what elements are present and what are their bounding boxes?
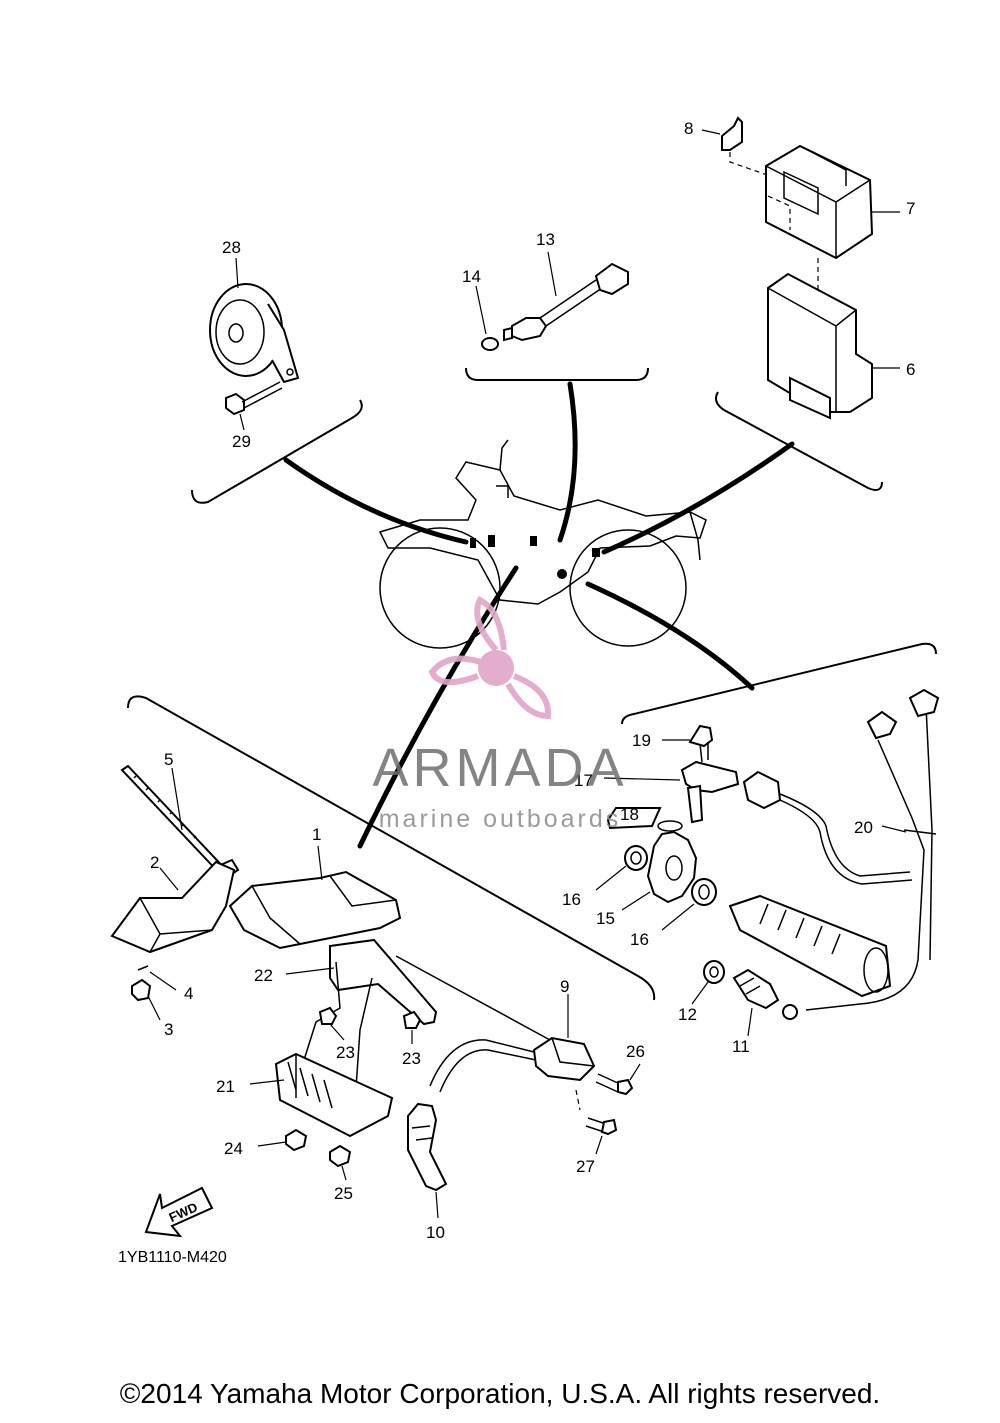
group-bracket-sensor (465, 367, 649, 381)
watermark-tagline: marine outboards (379, 805, 622, 833)
callout-5: 5 (164, 750, 173, 769)
leader-ignition (357, 565, 519, 849)
callout-2: 2 (150, 853, 159, 872)
cable-tie (120, 764, 240, 880)
crank-shaft (728, 894, 892, 998)
callout-19: 19 (632, 731, 651, 750)
atv-silhouette (378, 439, 707, 649)
relay-bracket (701, 116, 771, 177)
pickup-oring (606, 807, 683, 832)
group-bracket-ignition (127, 695, 656, 1001)
callout-23b: 23 (402, 1049, 421, 1068)
callout-25: 25 (334, 1184, 353, 1203)
callout-11: 11 (732, 1037, 750, 1056)
callout-1: 1 (312, 825, 321, 844)
cdi-unit (767, 272, 900, 420)
callout-12: 12 (678, 1005, 697, 1024)
callout-13: 13 (536, 230, 555, 249)
callout-24: 24 (224, 1139, 243, 1158)
temperature-sensor (503, 251, 629, 342)
nut-25 (329, 1144, 352, 1181)
diagram-code: 1YB1110-M420 (118, 1249, 227, 1266)
coil-bolt-26 (595, 1063, 641, 1096)
bolt-24 (257, 1128, 308, 1152)
coil-cover (228, 845, 402, 950)
leader-crank (585, 581, 755, 691)
leader-sensor (557, 381, 578, 543)
ignition-cover (110, 860, 236, 954)
pickup-bolt (662, 724, 714, 763)
callout-16b: 16 (630, 930, 649, 949)
cover-screw (131, 965, 177, 1021)
group-bracket-crank (621, 642, 937, 725)
relay-assembly (765, 144, 900, 290)
coil-bolt-27 (575, 1089, 618, 1155)
callout-9: 9 (560, 977, 569, 996)
callout-6: 6 (906, 360, 915, 379)
neutral-switch (732, 968, 780, 1037)
fwd-arrow-icon: FWD (144, 1186, 214, 1238)
callout-22: 22 (254, 966, 273, 985)
horn (209, 257, 300, 384)
callout-17: 17 (574, 771, 593, 790)
callout-labels: 1 2 3 4 5 6 7 8 9 10 11 12 13 14 15 16 1… (150, 119, 915, 1242)
sprocket (621, 830, 698, 911)
callout-23a: 23 (336, 1043, 355, 1062)
bolt-23b (402, 1010, 422, 1044)
callout-18: 18 (620, 805, 639, 824)
callout-7: 7 (906, 199, 915, 218)
watermark-logo (428, 595, 552, 720)
callout-3: 3 (164, 1020, 173, 1039)
rectifier-regulator (249, 1052, 394, 1138)
circlip-16a (595, 845, 648, 891)
washer-12 (691, 960, 725, 1005)
callout-29: 29 (232, 432, 251, 451)
callout-28: 28 (222, 238, 241, 257)
callout-4: 4 (184, 984, 193, 1003)
callout-10: 10 (426, 1223, 445, 1242)
coil-bracket (285, 938, 438, 1089)
spark-plug-cap (407, 1102, 448, 1219)
pickup-coil (603, 760, 740, 824)
ignition-coil (395, 955, 596, 1093)
callout-16a: 16 (562, 890, 581, 909)
callout-14: 14 (462, 267, 481, 286)
copyright-notice: ©2014 Yamaha Motor Corporation, U.S.A. A… (119, 1378, 881, 1409)
circlip-16b (661, 878, 717, 931)
group-bracket-horn (191, 399, 363, 504)
leader-cdi (601, 441, 795, 555)
callout-8: 8 (684, 119, 693, 138)
watermark-brand: ARMADA (372, 738, 627, 798)
group-bracket-cdi (715, 391, 883, 491)
callout-15: 15 (596, 909, 615, 928)
leader-horn (283, 457, 469, 545)
wire-harness (742, 688, 940, 1020)
callout-20: 20 (854, 818, 873, 837)
bolt-23a (318, 1006, 345, 1041)
sensor-gasket (475, 285, 499, 351)
callout-21: 21 (216, 1077, 235, 1096)
callout-26: 26 (626, 1042, 645, 1061)
horn-bolt (225, 381, 283, 431)
callout-27: 27 (576, 1157, 595, 1176)
